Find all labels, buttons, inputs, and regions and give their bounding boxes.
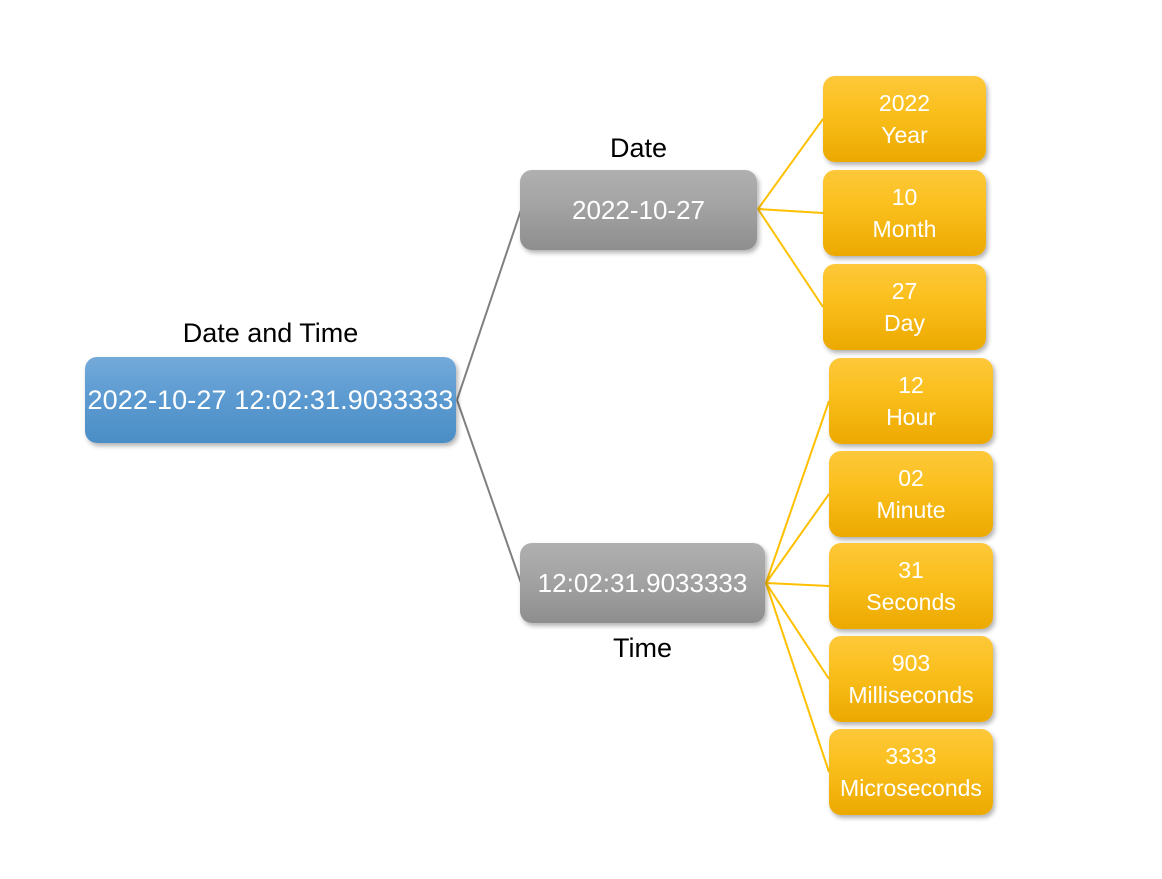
leaf-milliseconds[interactable]: 903 Milliseconds [829,636,993,722]
node-time[interactable]: 12:02:31.9033333 [520,543,765,623]
edge-date-to-day [757,208,824,308]
leaf-hour[interactable]: 12 Hour [829,358,993,444]
edge-root-to-date [456,209,522,401]
node-date-value: 2022-10-27 [572,194,705,225]
leaf-day[interactable]: 27 Day [823,264,986,350]
leaf-microseconds-value: 3333 [885,742,937,769]
leaf-year[interactable]: 2022 Year [823,76,986,162]
leaf-hour-value: 12 [898,371,924,398]
leaf-minute-value: 02 [898,464,924,491]
leaf-month[interactable]: 10 Month [823,170,986,256]
date-caption: Date [609,133,668,163]
edge-time-to-microseconds [765,582,830,773]
leaf-month-value: 10 [891,183,918,210]
leaf-day-unit: Day [884,310,925,337]
edge-date-to-year [757,118,824,210]
leaf-month-unit: Month [872,216,937,243]
leaf-milliseconds-value: 903 [891,649,931,676]
leaf-year-unit: Year [881,122,928,149]
leaf-minute[interactable]: 02 Minute [829,451,993,537]
edge-time-to-seconds [765,582,830,587]
edge-time-to-minute [765,493,830,584]
node-date-and-time[interactable]: 2022-10-27 12:02:31.9033333 [85,357,456,443]
leaf-hour-unit: Hour [886,404,936,431]
edge-time-to-milliseconds [765,582,830,680]
leaf-year-value: 2022 [878,89,931,116]
edge-root-to-time [456,399,522,584]
node-time-value: 12:02:31.9033333 [537,567,748,598]
node-date-and-time-value: 2022-10-27 12:02:31.9033333 [87,384,454,415]
root-caption: Date and Time [182,318,359,348]
edge-time-to-hour [765,400,830,584]
edge-date-to-month [757,208,824,214]
time-caption: Time [613,633,672,663]
leaf-seconds-value: 31 [898,556,924,583]
leaf-day-value: 27 [891,277,918,304]
leaf-microseconds-unit: Microseconds [840,775,982,802]
node-date[interactable]: 2022-10-27 [520,170,757,250]
leaf-seconds[interactable]: 31 Seconds [829,543,993,629]
leaf-milliseconds-unit: Milliseconds [848,682,974,709]
leaf-seconds-unit: Seconds [866,589,956,616]
leaf-microseconds[interactable]: 3333 Microseconds [829,729,993,815]
leaf-minute-unit: Minute [876,497,946,524]
